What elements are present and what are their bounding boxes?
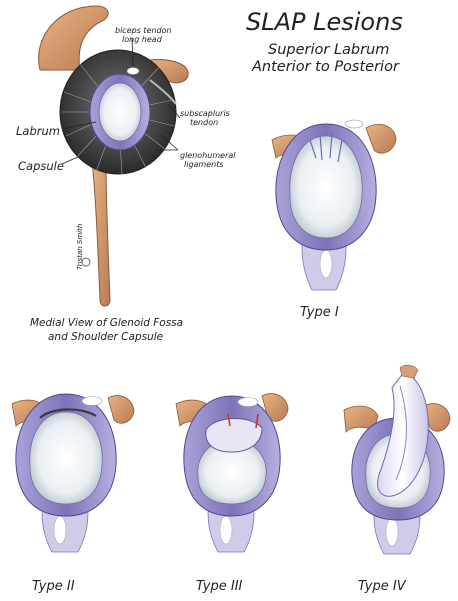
type-3-bucket-handle (205, 417, 263, 453)
acromion-bone (38, 5, 109, 71)
type-4-illustration (343, 364, 451, 555)
type-4-bone-right (423, 403, 451, 432)
type-1-biceps-anchor (344, 119, 364, 129)
signature-logo: Tristan Smith (76, 224, 84, 270)
page-title: SLAP Lesions (246, 8, 403, 36)
label-subscap-line2: tendon (190, 118, 218, 127)
leader-lines (61, 37, 181, 165)
type-2-bone-right (107, 395, 135, 424)
type-4-tendon-top (399, 364, 419, 379)
type-3-biceps-anchor (237, 397, 259, 407)
type-3-illustration (175, 393, 289, 553)
caption-line1: Medial View of Glenoid Fossa (30, 317, 183, 329)
caption-line2: and Shoulder Capsule (48, 331, 163, 343)
type-4-tendon-split (395, 385, 407, 481)
copyright-mark (81, 257, 91, 267)
biceps-attachment (126, 67, 140, 75)
type-3-label: Type III (196, 579, 243, 594)
signature-text: Tristan Smith (76, 224, 84, 270)
type-1-bone-right (365, 124, 397, 154)
type-1-fossa (289, 135, 363, 239)
type-3-tendon-stub (219, 515, 233, 545)
type-3-bone-right (261, 393, 289, 422)
type-1-fraying (309, 133, 343, 163)
type-1-label: Type I (300, 305, 339, 320)
label-capsule: Capsule (18, 159, 64, 173)
subtitle-line1: Superior Labrum (268, 42, 389, 58)
type-3-fossa (197, 439, 267, 505)
type-1-illustration (271, 119, 397, 291)
type-2-label: Type II (32, 579, 75, 594)
type-1-tendon-stub (319, 249, 333, 279)
label-gleno-line1: glenohumeral (180, 151, 236, 160)
type-4-label: Type IV (358, 579, 407, 594)
type-2-illustration (11, 393, 135, 553)
label-labrum: Labrum (16, 124, 60, 138)
label-subscap-line1: subscapluris (180, 109, 230, 118)
main-illustration: Tristan Smith (38, 5, 189, 307)
type-2-detached-labrum (39, 408, 97, 419)
label-biceps-line1: biceps tendon (115, 26, 172, 35)
glenoid-fossa (98, 82, 142, 142)
subscapularis-tendon (149, 79, 177, 105)
label-gleno-line2: ligaments (184, 160, 224, 169)
subtitle-line2: Anterior to Posterior (251, 59, 400, 75)
label-biceps-line2: long head (122, 35, 163, 44)
type-4-tendon-stub (385, 517, 399, 547)
type-2-tendon-stub (53, 515, 67, 545)
scapula-shaft (91, 159, 111, 307)
type-3-tear-blood (227, 413, 259, 429)
type-2-biceps-anchor (81, 396, 103, 406)
type-4-biceps-tendon (377, 371, 429, 497)
type-2-fossa (29, 411, 103, 505)
